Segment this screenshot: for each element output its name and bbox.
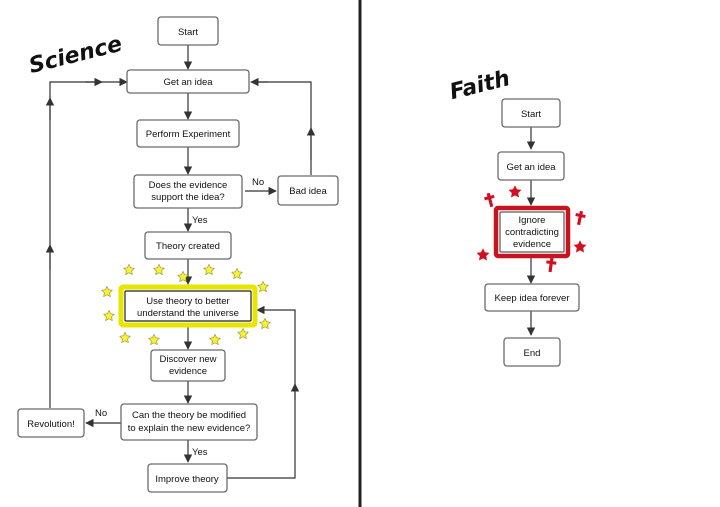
star-icon bbox=[153, 264, 165, 275]
science-start-label: Start bbox=[178, 27, 198, 38]
star-icon bbox=[148, 334, 160, 345]
star-icon bbox=[203, 264, 215, 275]
faith-ignore-line2: contradicting bbox=[505, 227, 559, 238]
faith-node-keep-idea: Keep idea forever bbox=[484, 283, 580, 312]
crescent-icon bbox=[548, 186, 555, 200]
science-improve-label: Improve theory bbox=[155, 474, 219, 485]
science-node-theory-created: Theory created bbox=[144, 231, 232, 260]
faith-get-idea-label: Get an idea bbox=[506, 162, 556, 173]
science-perform-label: Perform Experiment bbox=[146, 129, 231, 140]
science-node-evidence-decision: Does the evidence support the idea? bbox=[133, 174, 243, 209]
star-icon bbox=[508, 185, 522, 198]
science-discover-line1: Discover new bbox=[159, 354, 216, 365]
science-yes-label-1: Yes bbox=[192, 215, 208, 226]
crescent-icon bbox=[510, 259, 517, 273]
crescent-icon bbox=[480, 220, 487, 234]
science-node-start: Start bbox=[157, 16, 219, 46]
star-icon bbox=[101, 286, 113, 297]
science-theory-created-label: Theory created bbox=[156, 241, 220, 252]
star-icon bbox=[259, 318, 271, 329]
faith-node-ignore-evidence: Ignore contradicting evidence bbox=[493, 205, 571, 259]
science-use-theory-line2: understand the universe bbox=[137, 308, 239, 319]
science-evidence-line1: Does the evidence bbox=[149, 180, 228, 191]
science-connectors bbox=[45, 45, 316, 479]
faith-end-label: End bbox=[524, 348, 541, 359]
science-node-discover-evidence: Discover new evidence bbox=[150, 349, 226, 382]
star-icon bbox=[119, 332, 131, 343]
science-node-bad-idea: Bad idea bbox=[277, 175, 339, 206]
science-modify-line1: Can the theory be modified bbox=[132, 410, 246, 421]
science-get-idea-label: Get an idea bbox=[163, 77, 213, 88]
faith-ignore-line1: Ignore bbox=[519, 215, 546, 226]
science-node-modify-decision: Can the theory be modified to explain th… bbox=[120, 403, 258, 441]
star-icon bbox=[257, 281, 269, 292]
science-node-revolution: Revolution! bbox=[17, 408, 85, 438]
science-title: Science bbox=[26, 32, 124, 79]
faith-start-label: Start bbox=[521, 109, 541, 120]
faith-ignore-line3: evidence bbox=[513, 239, 551, 250]
star-icon bbox=[103, 310, 115, 321]
science-node-improve-theory: Improve theory bbox=[147, 463, 228, 493]
faith-node-end: End bbox=[503, 337, 561, 367]
star-icon bbox=[123, 264, 135, 275]
star-icon bbox=[573, 240, 587, 253]
science-evidence-line2: support the idea? bbox=[151, 192, 224, 203]
faith-node-start: Start bbox=[501, 98, 561, 128]
science-yes-label-2: Yes bbox=[192, 447, 208, 458]
star-icon bbox=[177, 271, 189, 282]
star-icon bbox=[231, 268, 243, 279]
science-node-use-theory: Use theory to better understand the univ… bbox=[118, 284, 258, 328]
cross-icon bbox=[575, 210, 586, 226]
star-icon bbox=[209, 334, 221, 345]
science-use-theory-line1: Use theory to better bbox=[146, 296, 229, 307]
cross-icon bbox=[546, 257, 557, 273]
cross-icon bbox=[484, 192, 495, 208]
faith-node-get-idea: Get an idea bbox=[497, 151, 565, 181]
faith-keep-label: Keep idea forever bbox=[495, 293, 570, 304]
science-no-label-2: No bbox=[95, 408, 107, 419]
science-node-perform-experiment: Perform Experiment bbox=[136, 119, 240, 148]
science-no-label-1: No bbox=[252, 177, 264, 188]
faith-symbols-decoration bbox=[476, 185, 587, 273]
science-discover-line2: evidence bbox=[169, 366, 207, 377]
science-revolution-label: Revolution! bbox=[27, 419, 75, 430]
star-icon bbox=[237, 328, 249, 339]
science-node-get-idea: Get an idea bbox=[126, 69, 250, 94]
science-bad-idea-label: Bad idea bbox=[289, 186, 327, 197]
science-modify-line2: to explain the new evidence? bbox=[128, 423, 251, 434]
star-icon bbox=[476, 248, 490, 261]
